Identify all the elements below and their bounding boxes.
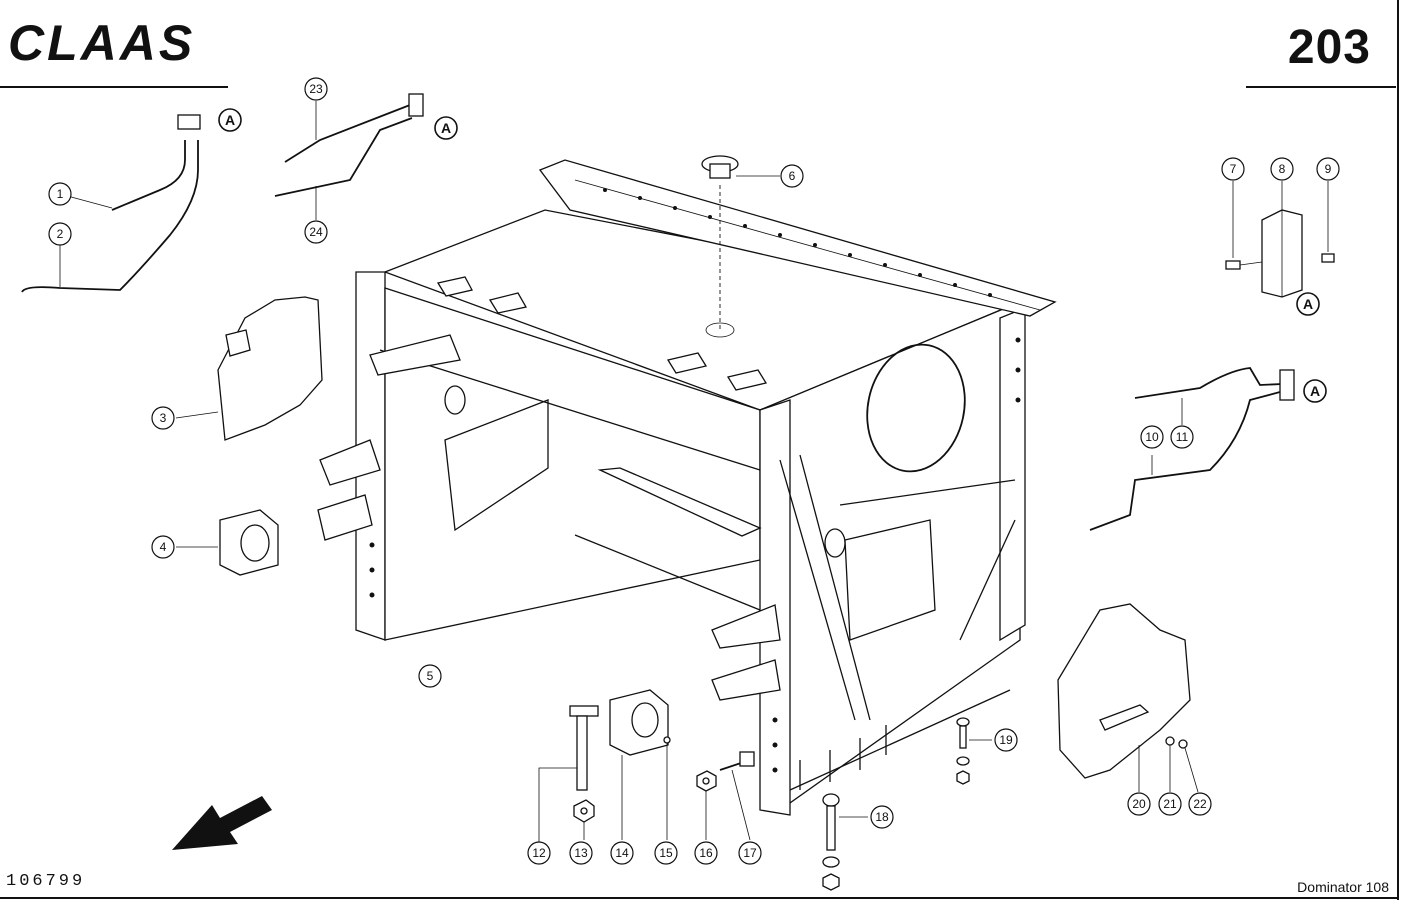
svg-text:11: 11: [1176, 430, 1189, 444]
rod-parts-10-11: [1089, 367, 1295, 531]
callout-21: 21: [1158, 792, 1182, 816]
bottom-border: [0, 897, 1399, 899]
part-callouts: 1 2 3 4 5 6 7 8 9 10 11 12 13 14 15 16 1…: [48, 77, 1340, 865]
svg-text:15: 15: [659, 846, 673, 860]
nut-16-bolt-17: [696, 751, 755, 841]
bolt-19: [956, 717, 992, 785]
svg-text:16: 16: [699, 846, 713, 860]
callout-10: 10: [1140, 425, 1164, 449]
callout-1: 1: [48, 182, 72, 206]
model-name: Dominator 108: [1297, 879, 1389, 895]
svg-text:24: 24: [309, 225, 323, 239]
svg-text:A: A: [225, 112, 235, 128]
callout-9: 9: [1316, 157, 1340, 181]
svg-text:A: A: [1310, 383, 1320, 399]
cover-plate-3: [175, 296, 323, 441]
callout-24: 24: [304, 220, 328, 244]
page-number: 203: [1287, 21, 1371, 74]
callout-14: 14: [610, 841, 634, 865]
callout-11: 11: [1170, 425, 1194, 449]
callout-3: 3: [151, 406, 175, 430]
svg-text:9: 9: [1325, 162, 1332, 176]
svg-text:18: 18: [875, 810, 889, 824]
svg-text:6: 6: [789, 169, 796, 183]
callout-23: 23: [304, 77, 328, 101]
svg-text:3: 3: [160, 411, 167, 425]
logo-text: CLAAS: [8, 18, 195, 66]
svg-text:8: 8: [1279, 162, 1286, 176]
bolt-12-nut-13: [538, 705, 599, 842]
reference-a-marker: A: [1303, 379, 1327, 403]
callout-15: 15: [654, 841, 678, 865]
callout-7: 7: [1221, 157, 1245, 181]
callout-18: 18: [870, 805, 894, 829]
callout-13: 13: [569, 841, 593, 865]
reference-a-marker: A: [434, 116, 458, 140]
svg-text:21: 21: [1163, 797, 1177, 811]
reference-a-marker: A: [218, 108, 242, 132]
callout-22: 22: [1188, 792, 1212, 816]
header-left-rule: [0, 86, 228, 88]
svg-text:17: 17: [743, 846, 757, 860]
svg-text:A: A: [441, 120, 451, 136]
header-right-rule: [1246, 86, 1396, 88]
plug-6: [701, 155, 780, 179]
callout-5: 5: [418, 664, 442, 688]
svg-text:23: 23: [309, 82, 323, 96]
callout-19: 19: [994, 728, 1018, 752]
svg-text:A: A: [1303, 296, 1313, 312]
svg-text:12: 12: [532, 846, 546, 860]
reference-a-marker: A: [1296, 292, 1320, 316]
main-frame: [317, 159, 1057, 816]
callout-20: 20: [1127, 792, 1151, 816]
callout-17: 17: [738, 841, 762, 865]
claas-logo: CLAAS: [8, 18, 195, 66]
block-parts-7-8-9: [1225, 181, 1335, 298]
bearing-block-4: [176, 509, 279, 576]
svg-text:19: 19: [999, 733, 1013, 747]
direction-arrow: [172, 796, 272, 850]
callout-12: 12: [527, 841, 551, 865]
bearing-block-14-nipple-15: [609, 689, 671, 840]
rod-parts-1-2: [21, 114, 201, 293]
rod-parts-23-24: [274, 93, 424, 220]
svg-text:2: 2: [57, 227, 64, 241]
callout-16: 16: [694, 841, 718, 865]
svg-text:22: 22: [1193, 797, 1207, 811]
svg-text:7: 7: [1230, 162, 1237, 176]
callout-2: 2: [48, 222, 72, 246]
reference-markers: A A A A: [218, 108, 1327, 403]
svg-text:13: 13: [574, 846, 588, 860]
callout-8: 8: [1270, 157, 1294, 181]
svg-text:1: 1: [57, 187, 64, 201]
callout-4: 4: [151, 535, 175, 559]
cover-plate-20-washer-21-nut-22: [1057, 603, 1199, 793]
svg-text:14: 14: [615, 846, 629, 860]
svg-text:10: 10: [1145, 430, 1159, 444]
bolt-18: [822, 793, 868, 891]
callout-6: 6: [780, 164, 804, 188]
svg-text:4: 4: [160, 540, 167, 554]
svg-text:20: 20: [1132, 797, 1146, 811]
svg-text:5: 5: [427, 669, 434, 683]
right-border: [1397, 0, 1399, 900]
drawing-number: 106799: [6, 872, 86, 891]
